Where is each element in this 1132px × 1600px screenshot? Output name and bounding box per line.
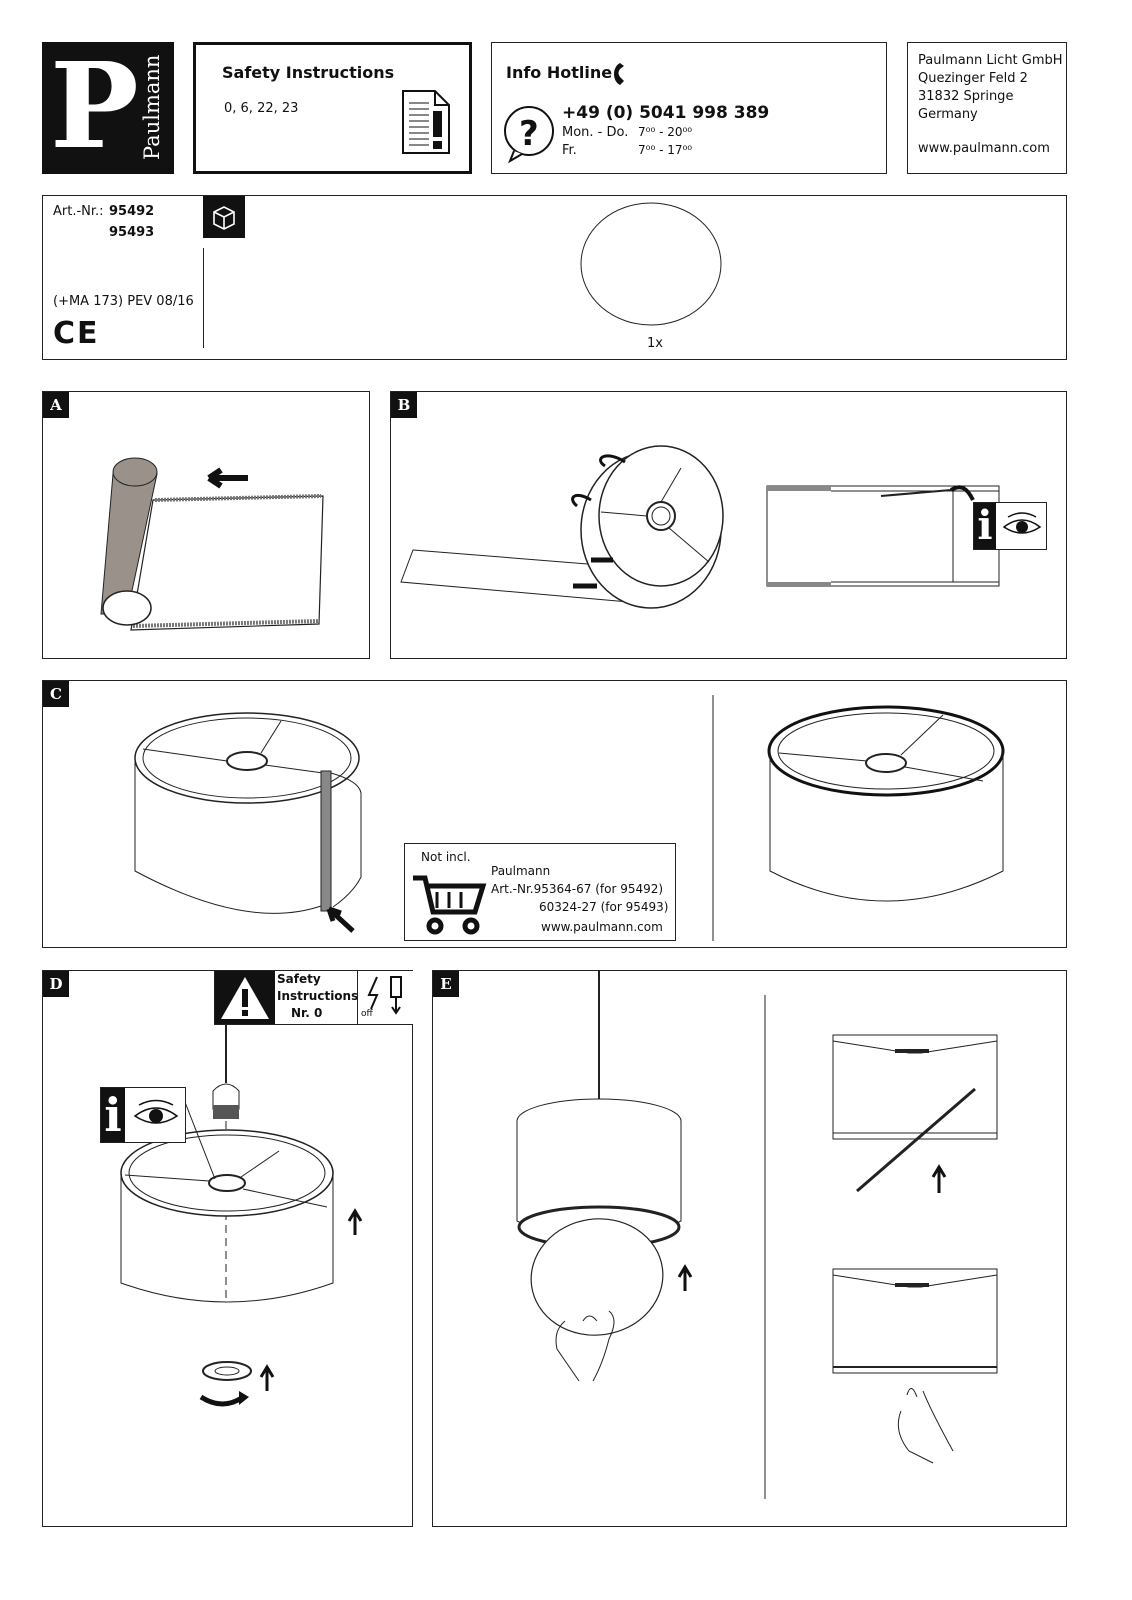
logo-letter: P [50,36,139,175]
svg-text:?: ? [519,114,539,154]
address-country: Germany [918,107,978,122]
info-eye-box-d: i [100,1087,186,1143]
document-warning-icon [402,90,450,154]
step-d-label: D [43,971,69,997]
article-number-2: 95493 [109,225,155,240]
eye-icon [1002,512,1042,534]
power-off-label: off [361,1009,373,1019]
not-included-title: Not incl. [421,850,471,864]
address-city: 31832 Springe [918,89,1014,104]
hotline-days-1: Mon. - Do. [562,125,629,140]
step-d-panel: D Safety Instructions Nr. 0 off [42,970,413,1527]
hotline-days-2: Fr. [562,143,577,158]
shade-closing-illustration [134,695,1005,941]
power-off-icon [367,976,402,1015]
eye-icon-d [133,1099,179,1124]
warning-line-1: Safety [277,972,321,986]
diffuser-disc-illustration [580,202,722,326]
address-box: Paulmann Licht GmbH Quezinger Feld 2 318… [907,42,1067,174]
safety-instructions-box: Safety Instructions 0, 6, 22, 23 [193,42,472,174]
info-icon: i [974,503,996,549]
question-bubble-icon: ? [504,106,554,164]
paulmann-logo: P Paulmann [42,36,174,175]
step-b-label: B [391,392,417,418]
ce-mark: CE [53,316,100,351]
safety-title: Safety Instructions [222,63,395,82]
shopping-cart-icon [413,875,487,935]
shade-frame-assembly-illustration [400,445,1000,609]
not-included-box: Not incl. Paulmann Art.-Nr.95364-67 (for… [404,843,676,941]
article-label: Art.-Nr.: [53,204,104,219]
diffuser-insertion-illustration [516,971,998,1499]
step-c-label: C [43,681,69,707]
address-street: Quezinger Feld 2 [918,71,1028,86]
hotline-hours-2: 7⁰⁰ - 17⁰⁰ [638,143,693,157]
hotline-hours-1: 7⁰⁰ - 20⁰⁰ [638,125,693,139]
info-eye-box-b: i [973,502,1047,550]
not-included-web: www.paulmann.com [541,920,663,934]
hotline-title: Info Hotline [506,63,613,82]
info-icon-d: i [101,1088,125,1142]
warning-triangle-bg [215,971,275,1024]
warning-line-3: Nr. 0 [291,1006,323,1020]
safety-numbers: 0, 6, 22, 23 [224,101,299,116]
step-a-label: A [43,392,69,418]
step-e-panel: E [432,970,1067,1527]
phone-icon [614,63,624,85]
article-number-1: 95492 [109,204,155,219]
logo-name: Paulmann [140,54,164,160]
contents-quantity: 1x [647,336,663,351]
step-b-panel: B i [390,391,1067,659]
contents-divider [203,248,204,348]
warning-line-2: Instructions [277,989,359,1003]
address-web[interactable]: www.paulmann.com [918,141,1050,156]
article-contents-box: Art.-Nr.: 95492 95493 (+MA 173) PEV 08/1… [42,195,1067,360]
package-icon [203,196,245,238]
info-hotline-box: Info Hotline ? +49 (0) 5041 998 389 Mon.… [491,42,887,174]
hotline-phone[interactable]: +49 (0) 5041 998 389 [562,103,770,123]
not-included-line-2: 60324-27 (for 95493) [539,900,669,914]
article-code: (+MA 173) PEV 08/16 [53,294,194,309]
step-c-panel: C Not incl. Paulmann Art.-Nr.95364-67 (f… [42,680,1067,948]
warning-triangle-icon [221,977,269,1019]
safety-warning-box: Safety Instructions Nr. 0 off [214,971,413,1025]
address-company: Paulmann Licht GmbH [918,53,1063,68]
not-included-brand: Paulmann [491,864,551,878]
roll-up-illustration [100,457,324,631]
step-e-label: E [433,971,459,997]
step-a-panel: A [42,391,370,659]
not-included-line-1: Art.-Nr.95364-67 (for 95492) [491,882,664,896]
shade-mounting-illustration [120,1024,363,1407]
